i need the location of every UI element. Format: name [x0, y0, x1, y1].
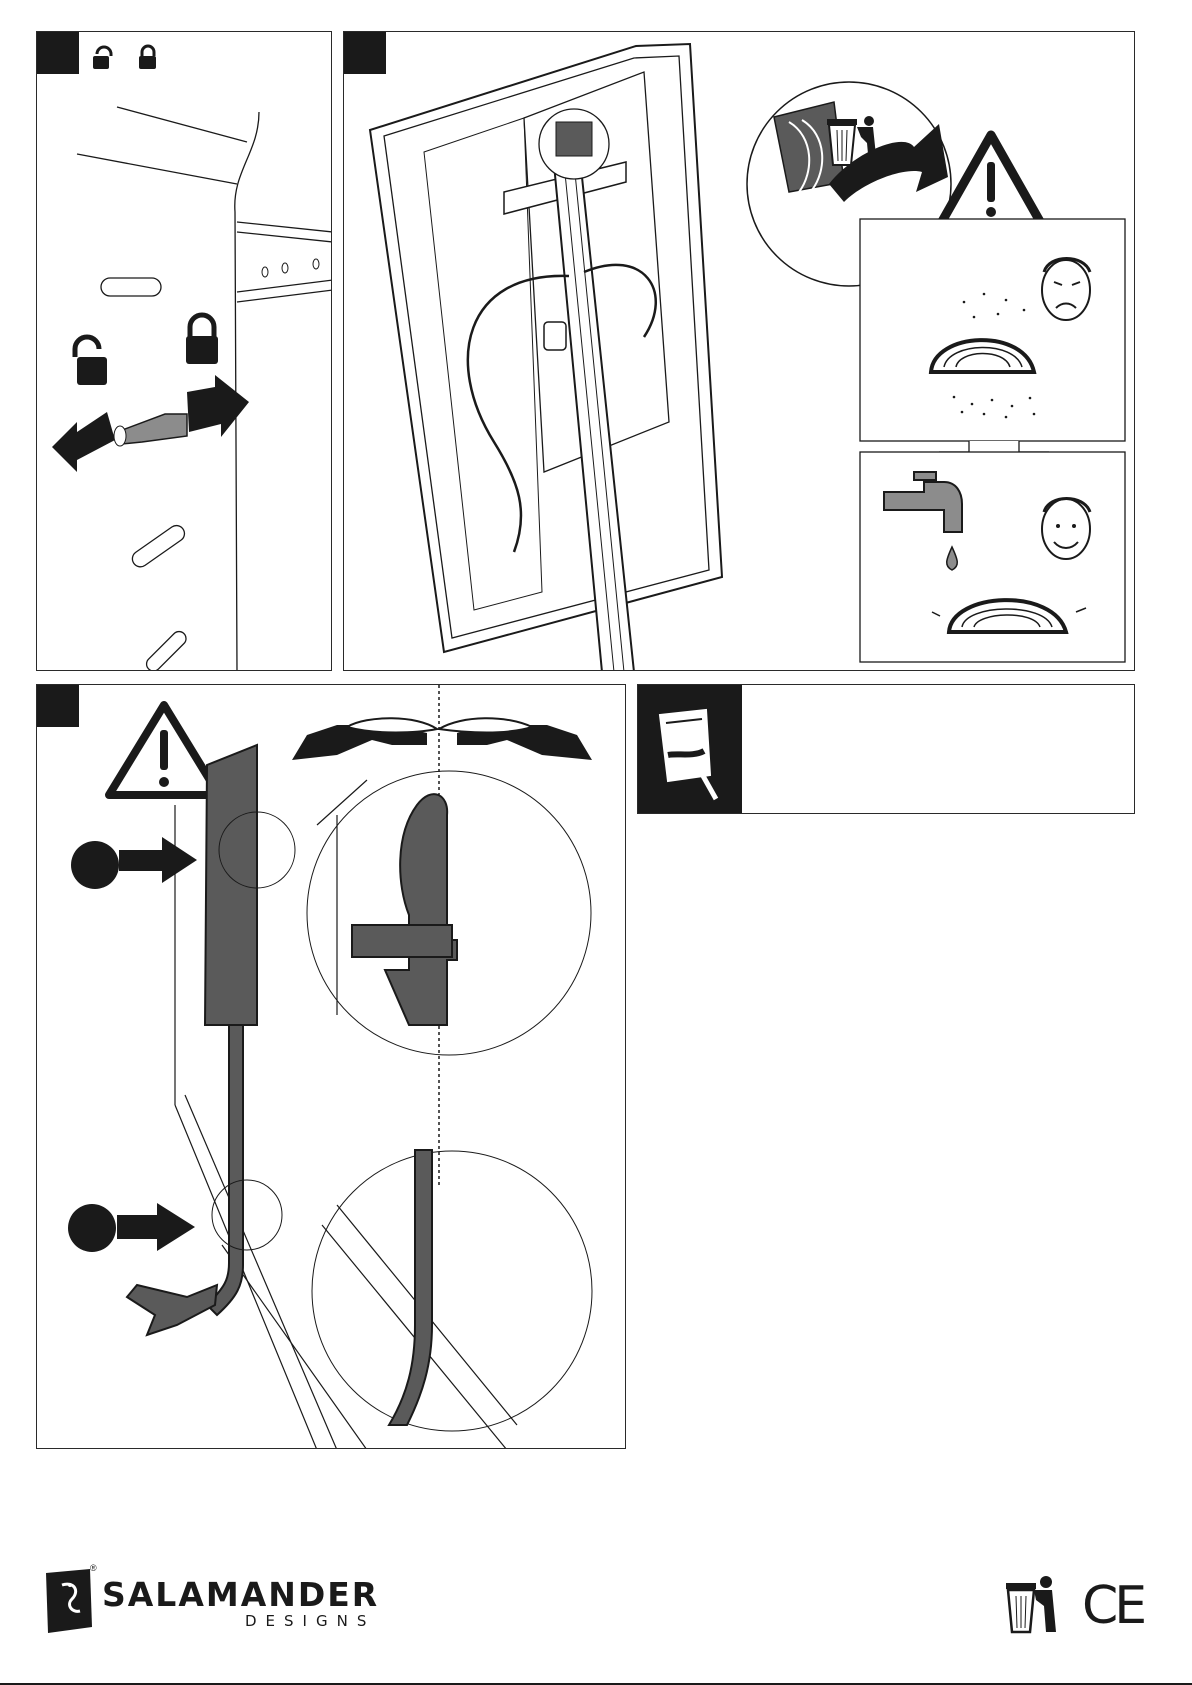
happy-face-icon — [1042, 499, 1090, 560]
step-1-illustration — [37, 32, 332, 671]
note-illustration — [638, 685, 1135, 814]
ce-mark-icon: CE — [1082, 1576, 1143, 1636]
arrow-right-icon — [119, 837, 197, 883]
step-panel-3 — [36, 684, 626, 1449]
warning-triangle-icon — [936, 135, 1046, 232]
salamander-logo-icon — [40, 1567, 96, 1637]
arrow-right-icon — [187, 375, 249, 437]
compliance-icons: CE — [1000, 1570, 1150, 1640]
trash-bin-icon — [827, 116, 877, 165]
step-panel-1 — [36, 31, 332, 671]
arrow-right-icon — [117, 1203, 195, 1251]
unlocked-padlock-icon — [93, 47, 111, 69]
hands-icon — [292, 718, 592, 760]
registered-mark: ® — [90, 1563, 97, 1573]
step-3-illustration — [37, 685, 626, 1449]
arrow-left-icon — [52, 412, 115, 472]
sad-face-icon — [1042, 259, 1090, 321]
brand-subtitle: DESIGNS — [245, 1612, 375, 1630]
weee-bin-icon — [1000, 1570, 1060, 1636]
locked-padlock-icon — [139, 46, 156, 69]
note-panel — [637, 684, 1135, 814]
locked-padlock-icon — [186, 315, 218, 364]
brand-name: SALAMANDER — [102, 1575, 379, 1614]
step-panel-2 — [343, 31, 1135, 671]
step-2-illustration — [344, 32, 1135, 671]
unlocked-padlock-icon — [75, 337, 107, 385]
salamander-designs-logo: ® SALAMANDER DESIGNS — [40, 1567, 420, 1639]
warning-triangle-icon — [109, 705, 219, 795]
